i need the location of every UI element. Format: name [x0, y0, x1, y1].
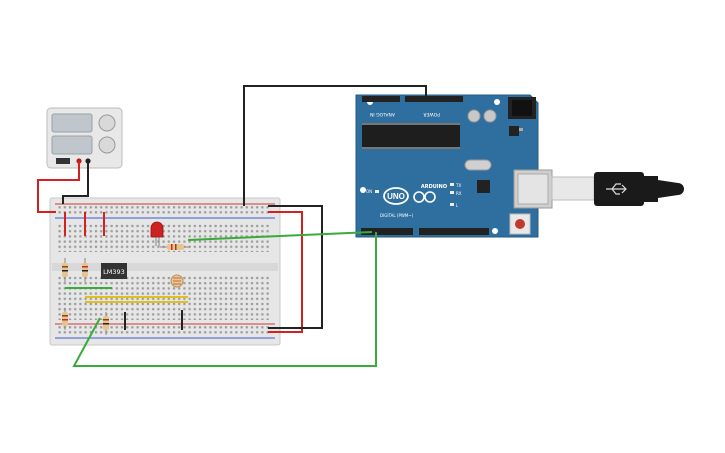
resistor-led[interactable]	[160, 244, 190, 250]
tx-label: TX	[455, 183, 461, 188]
black-wire-rail-bridge[interactable]	[268, 205, 323, 329]
digital-header-label: DIGITAL (PWM~)	[380, 213, 414, 218]
resistor-2[interactable]	[82, 258, 88, 282]
photoresistor[interactable]	[170, 274, 184, 288]
breadboard-jumpers	[64, 212, 188, 330]
power-supply[interactable]	[46, 107, 123, 169]
arduino-model-label: UNO	[387, 192, 405, 201]
power-header-label: POWER	[423, 111, 440, 117]
green-wire-signal[interactable]	[187, 231, 373, 241]
wires	[37, 85, 427, 367]
green-wire-sensor[interactable]	[72, 232, 377, 367]
black-wire-ground[interactable]	[243, 85, 427, 206]
lm393-ic[interactable]: LM393	[101, 263, 127, 279]
arduino-brand-label: ARDUINO	[421, 184, 447, 190]
resistor-1[interactable]	[62, 258, 68, 282]
usb-cable	[551, 172, 684, 206]
analog-header-label: ANALOG IN	[370, 111, 395, 117]
red-wire-power[interactable]	[37, 161, 80, 213]
black-wire-supply[interactable]	[62, 161, 89, 204]
arduino-uno[interactable]: ANALOG IN POWER UNO ARDUINO TX RX L O	[355, 94, 553, 238]
resistor-4[interactable]	[103, 312, 109, 335]
l-label: L	[456, 203, 459, 208]
ic-label: LM393	[103, 268, 125, 276]
rx-label: RX	[456, 191, 462, 196]
resistor-3[interactable]	[62, 308, 68, 330]
red-wire-rail-bridge[interactable]	[268, 211, 303, 333]
on-label: ON	[366, 189, 372, 194]
led[interactable]	[150, 221, 164, 246]
